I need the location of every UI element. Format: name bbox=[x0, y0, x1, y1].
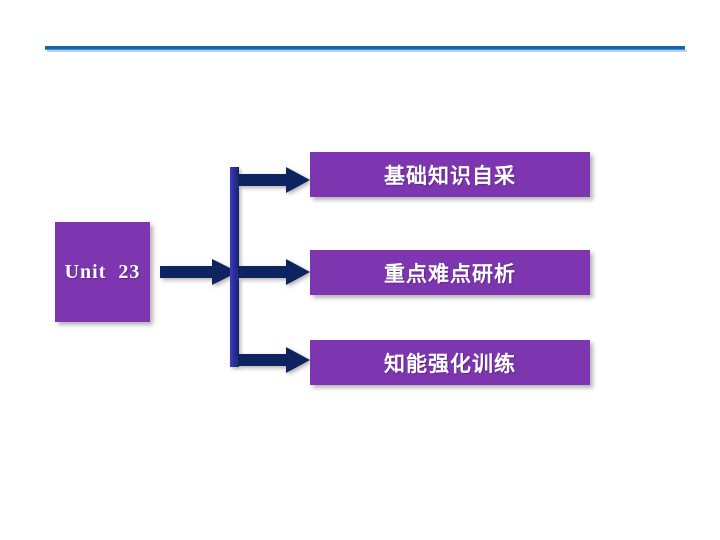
diagram-root-box[interactable]: Unit 23 bbox=[55, 222, 150, 322]
vertical-bus-bar bbox=[230, 167, 239, 367]
diagram-branch-label-3: 知能强化训练 bbox=[384, 351, 516, 376]
diagram-branch-box-1[interactable]: 基础知识自采 bbox=[310, 152, 590, 197]
header-rule bbox=[45, 46, 685, 50]
arrow-right-icon-inbound bbox=[160, 259, 238, 285]
diagram-branch-label-2: 重点难点研析 bbox=[384, 261, 516, 286]
diagram-branch-box-3[interactable]: 知能强化训练 bbox=[310, 340, 590, 385]
diagram-root-label: Unit 23 bbox=[64, 260, 141, 283]
diagram-branch-label-1: 基础知识自采 bbox=[384, 163, 516, 188]
arrow-right-icon-branch-3 bbox=[238, 347, 310, 373]
arrow-right-icon-branch-2 bbox=[238, 259, 310, 285]
header-rule-shadow bbox=[47, 50, 687, 52]
arrow-right-icon-branch-1 bbox=[238, 167, 310, 193]
diagram-branch-box-2[interactable]: 重点难点研析 bbox=[310, 250, 590, 295]
